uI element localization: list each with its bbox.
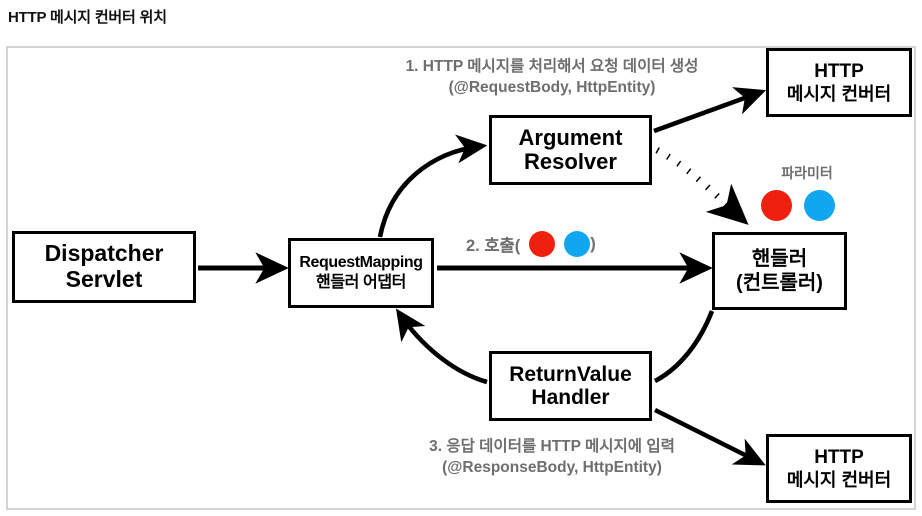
node-handler-controller[interactable]: 핸들러 (컨트롤러): [712, 232, 847, 310]
parameter-dots-group: [761, 190, 835, 221]
caption-step1: 1. HTTP 메시지를 처리해서 요청 데이터 생성 (@RequestBod…: [352, 57, 752, 99]
node-requestmapping-line1: RequestMapping: [299, 254, 423, 272]
red-circle-icon: [761, 190, 792, 221]
node-converter-top-line1: HTTP: [814, 61, 864, 83]
node-handler-line2: (컨트롤러): [736, 271, 823, 294]
node-requestmapping-line2: 핸들러 어댑터: [316, 274, 406, 291]
caption-step3-line2: (@ResponseBody, HttpEntity): [442, 458, 662, 476]
node-converter-top-line2: 메시지 컨버터: [786, 83, 892, 104]
node-http-message-converter-top[interactable]: HTTP 메시지 컨버터: [766, 48, 912, 117]
node-handler-line1: 핸들러: [751, 248, 808, 271]
node-return-value-handler-line1: ReturnValue: [509, 362, 632, 386]
caption-step1-line1: 1. HTTP 메시지를 처리해서 요청 데이터 생성: [405, 58, 699, 75]
node-dispatcher-servlet[interactable]: Dispatcher Servlet: [12, 231, 196, 303]
node-converter-bottom-line1: HTTP: [814, 447, 864, 469]
red-circle-icon: [529, 231, 556, 257]
node-requestmapping-handler-adapter[interactable]: RequestMapping 핸들러 어댑터: [288, 238, 434, 308]
blue-circle-icon: [804, 190, 835, 221]
caption-step3-line1: 3. 응답 데이터를 HTTP 메시지에 입력: [429, 438, 675, 455]
caption-step1-line2: (@RequestBody, HttpEntity): [448, 78, 656, 96]
blue-circle-icon: [564, 231, 591, 257]
node-return-value-handler-line2: Handler: [531, 385, 610, 409]
node-http-message-converter-bottom[interactable]: HTTP 메시지 컨버터: [766, 434, 912, 503]
node-argument-resolver[interactable]: Argument Resolver: [489, 115, 652, 185]
page-title: HTTP 메시지 컨버터 위치: [8, 9, 167, 26]
caption-parameter-label: 파라미터: [781, 165, 833, 181]
caption-step2-suffix: ): [590, 234, 596, 253]
caption-step2: 2. 호출( ): [466, 231, 596, 257]
node-return-value-handler[interactable]: ReturnValue Handler: [489, 351, 652, 421]
caption-step3: 3. 응답 데이터를 HTTP 메시지에 입력 (@ResponseBody, …: [352, 437, 752, 479]
node-dispatcher-servlet-line1: Dispatcher: [44, 240, 164, 267]
caption-step2-prefix: 2. 호출(: [466, 237, 521, 255]
node-converter-bottom-line2: 메시지 컨버터: [786, 469, 892, 490]
node-dispatcher-servlet-line2: Servlet: [65, 266, 143, 292]
node-argument-resolver-line1: Argument: [518, 124, 623, 150]
node-argument-resolver-line2: Resolver: [524, 148, 617, 174]
